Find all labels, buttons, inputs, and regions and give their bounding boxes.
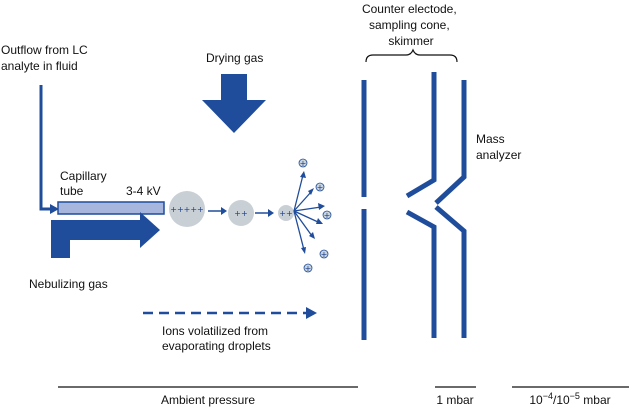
outflow-arrow xyxy=(39,85,52,211)
outflow-label: Outflow from LC analyte in fluid xyxy=(1,43,91,73)
svg-text:+: + xyxy=(305,264,312,273)
svg-text:+: + xyxy=(324,211,331,220)
small-droplet xyxy=(278,205,294,221)
ambient-pressure-label: Ambient pressure xyxy=(161,393,255,407)
svg-text:+: + xyxy=(321,250,328,259)
drying-gas-label: Drying gas xyxy=(206,51,263,65)
mbar-label: 1 mbar xyxy=(436,393,473,407)
nebulizing-gas-arrow xyxy=(51,212,160,258)
sampling-cone-bottom xyxy=(405,209,437,338)
svg-text:+: + xyxy=(300,159,307,168)
capillary-tube xyxy=(57,201,165,215)
nebulizing-gas-label: Nebulizing gas xyxy=(29,277,108,291)
large-droplet xyxy=(169,191,205,227)
medium-droplet xyxy=(228,200,254,226)
drying-gas-arrow xyxy=(202,74,266,133)
large-droplet-charges: +++++ xyxy=(170,205,204,214)
counter-electrode-label: Counter electode, sampling cone, skimmer xyxy=(362,2,460,48)
droplet-arrowhead-2 xyxy=(268,209,274,217)
ions-label: Ions volatilized from evaporating drople… xyxy=(162,324,271,353)
droplet-arrowhead-1 xyxy=(221,207,227,215)
ion-dashed-arrowhead xyxy=(306,307,317,319)
fission-arrows xyxy=(293,171,325,254)
capillary-label: Capillary tube xyxy=(60,169,110,198)
medium-droplet-charges: ++ xyxy=(234,209,247,218)
voltage-label: 3-4 kV xyxy=(126,184,161,198)
small-droplet-charges: ++ xyxy=(279,209,292,218)
sampling-cone-top xyxy=(405,72,437,199)
skimmer-top xyxy=(434,80,467,205)
counter-electrode-bracket xyxy=(365,48,458,63)
outflow-arrowhead xyxy=(50,204,59,214)
ions: + + + + + xyxy=(298,158,332,273)
high-vacuum-label: 10−4/10−5 mbar xyxy=(529,391,610,407)
svg-text:+: + xyxy=(317,183,324,192)
mass-analyzer-label: Mass analyzer xyxy=(476,132,521,162)
skimmer-bottom xyxy=(434,205,467,338)
